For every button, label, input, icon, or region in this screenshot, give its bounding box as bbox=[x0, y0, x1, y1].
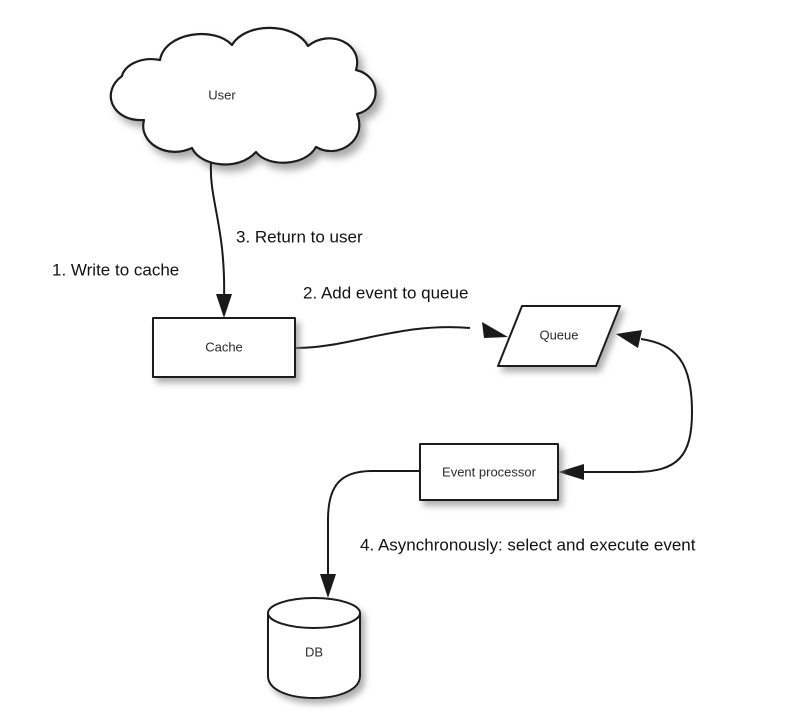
node-db-label: DB bbox=[305, 644, 323, 659]
arrowhead-cache-to-queue bbox=[482, 322, 508, 338]
arrowhead-event-processor-to-db bbox=[320, 574, 336, 598]
edge-queue-event-processor-loop[interactable] bbox=[558, 330, 694, 480]
edge-label-step-4: 4. Asynchronously: select and execute ev… bbox=[360, 535, 696, 554]
node-queue-label: Queue bbox=[539, 327, 578, 342]
arrowhead-user-to-cache bbox=[216, 294, 232, 318]
node-user[interactable]: User bbox=[109, 26, 377, 166]
node-cache[interactable]: Cache bbox=[152, 317, 296, 378]
arrowhead-to-event-processor bbox=[558, 464, 584, 480]
edge-label-step-2: 2. Add event to queue bbox=[303, 283, 468, 302]
edge-cache-to-queue[interactable] bbox=[295, 322, 508, 349]
edge-label-step-1: 1. Write to cache bbox=[52, 260, 179, 279]
node-event-processor-label: Event processor bbox=[442, 464, 537, 479]
node-cache-label: Cache bbox=[205, 339, 243, 354]
edge-user-to-cache[interactable] bbox=[209, 162, 232, 318]
node-queue[interactable]: Queue bbox=[497, 305, 621, 367]
edge-event-processor-to-db[interactable] bbox=[320, 470, 420, 598]
node-event-processor[interactable]: Event processor bbox=[419, 443, 559, 501]
node-db[interactable]: DB bbox=[267, 597, 361, 699]
edge-label-step-3: 3. Return to user bbox=[236, 227, 363, 246]
arrowhead-to-queue bbox=[616, 330, 642, 348]
node-user-label: User bbox=[208, 87, 236, 102]
